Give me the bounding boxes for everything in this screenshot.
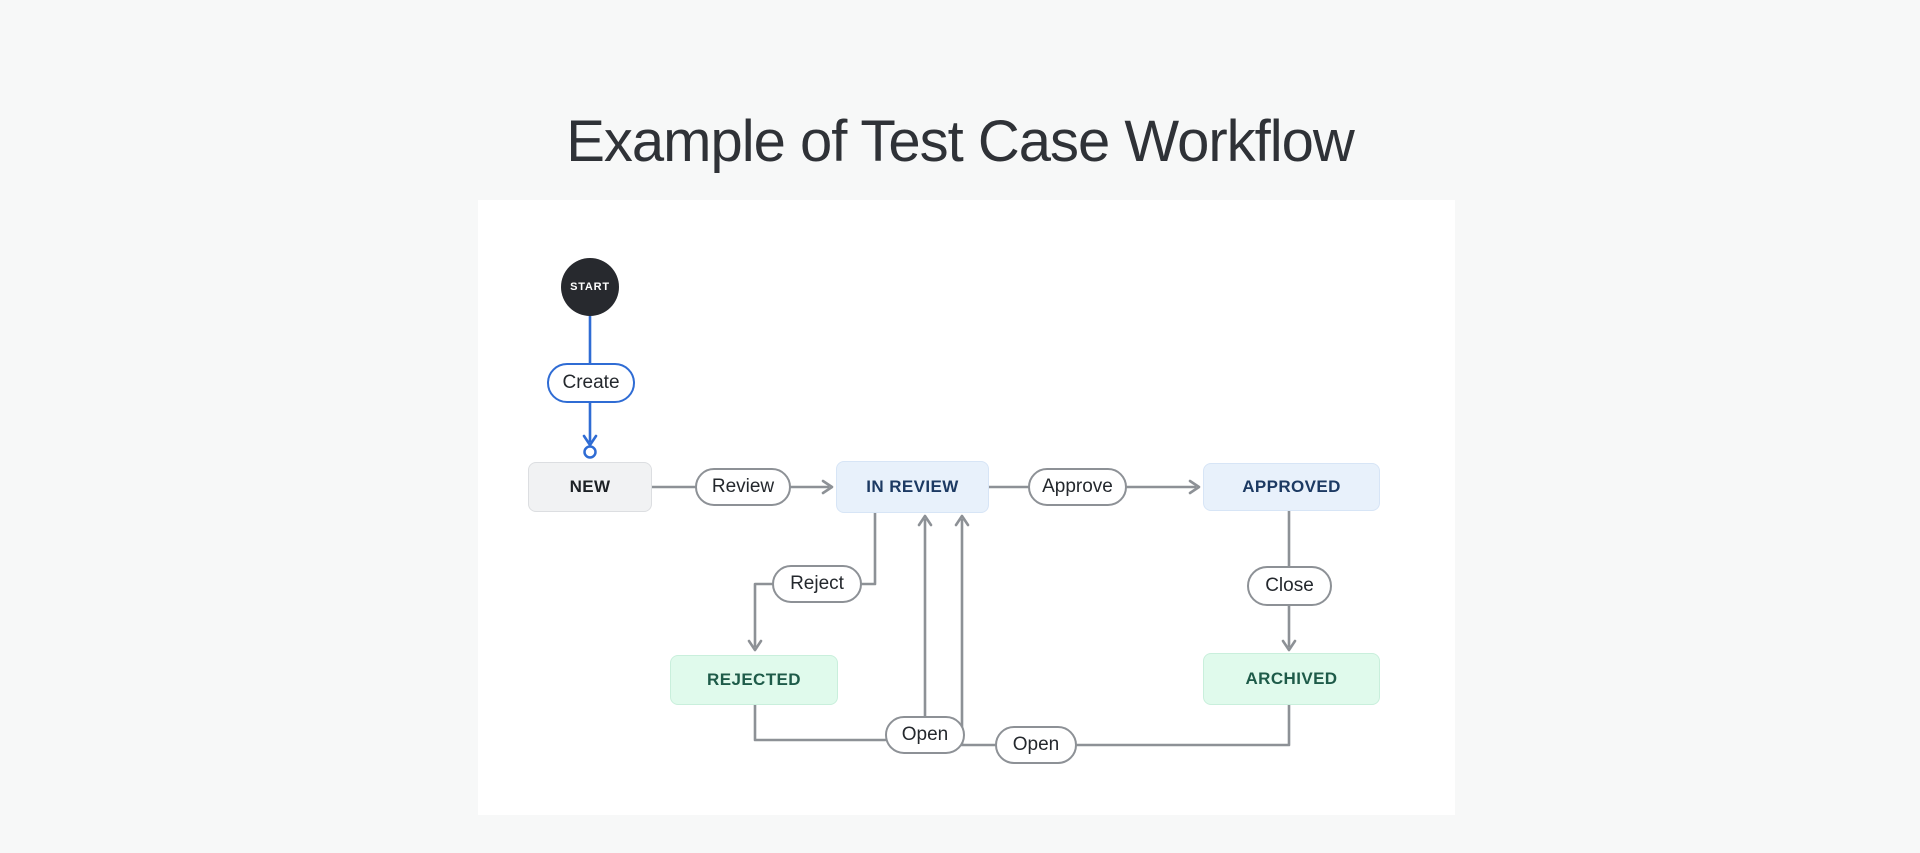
transition-reject[interactable]: Reject (772, 565, 862, 603)
transition-create-label: Create (562, 372, 620, 393)
state-in-review-label: IN REVIEW (866, 477, 959, 496)
arrowhead-approve-approved (1188, 479, 1201, 495)
entry-ring-new (583, 445, 597, 459)
connector-open2-inreview (960, 518, 997, 747)
state-approved-label: APPROVED (1242, 477, 1341, 496)
state-rejected-label: REJECTED (707, 670, 801, 689)
page-title: Example of Test Case Workflow (566, 109, 1355, 174)
start-label: START (570, 281, 610, 293)
transition-reject-label: Reject (790, 573, 844, 594)
transition-open-rejected[interactable]: Open (885, 716, 965, 754)
transition-close-label: Close (1265, 575, 1314, 596)
state-archived-label: ARCHIVED (1245, 669, 1338, 688)
arrowhead-review-inreview (821, 479, 834, 495)
connector-archived-open (1075, 703, 1291, 747)
connector-reject-rejected (753, 582, 774, 648)
transition-review[interactable]: Review (695, 468, 791, 506)
transition-approve-label: Approve (1042, 476, 1113, 497)
arrowhead-reject-rejected (747, 639, 763, 652)
state-approved[interactable]: APPROVED (1203, 463, 1380, 511)
state-in-review[interactable]: IN REVIEW (836, 461, 989, 513)
arrowhead-open2-inreview (954, 514, 970, 527)
state-archived[interactable]: ARCHIVED (1203, 653, 1380, 705)
transition-close[interactable]: Close (1247, 566, 1332, 606)
transition-open-archived-label: Open (1012, 734, 1060, 755)
start-node: START (561, 258, 619, 316)
connector-inreview-reject (860, 511, 877, 586)
transition-open-rejected-label: Open (901, 724, 949, 745)
transition-review-label: Review (711, 476, 775, 497)
state-rejected[interactable]: REJECTED (670, 655, 838, 705)
transition-approve[interactable]: Approve (1028, 468, 1127, 506)
state-new[interactable]: NEW (528, 462, 652, 512)
arrowhead-close-archived (1281, 639, 1297, 652)
transition-open-archived[interactable]: Open (995, 726, 1077, 764)
arrowhead-create-new (582, 434, 598, 447)
connector-rejected-open (753, 703, 887, 742)
arrowhead-open-inreview (917, 514, 933, 527)
state-new-label: NEW (569, 477, 611, 496)
transition-create[interactable]: Create (547, 363, 635, 403)
